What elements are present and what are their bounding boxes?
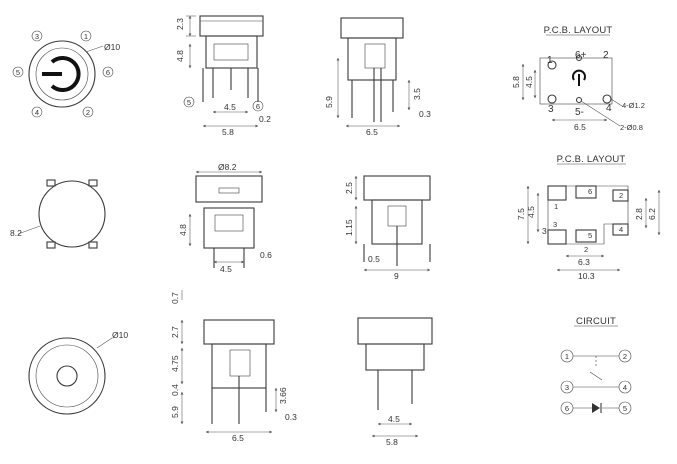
pcb-layout-heading-1: P.C.B. LAYOUT	[544, 25, 613, 36]
pcb-pin-3: 3	[548, 104, 554, 115]
pcb2-w2: 6.3	[578, 257, 590, 267]
dim-h-mid: 4.8	[175, 50, 185, 62]
row2-side-h-mid: 1.15	[344, 219, 354, 236]
side-width: 6.5	[366, 127, 378, 137]
circuit-pin-4: 4	[623, 383, 627, 392]
row2-side-w-small: 0.5	[368, 254, 380, 264]
pcb2-pad-6: 6	[588, 187, 592, 196]
pcb1-h1: 5.8	[511, 76, 521, 88]
pin-label-3: 3	[35, 32, 39, 41]
pin-label-4: 4	[35, 108, 39, 117]
pcb2-h3: 3	[542, 226, 547, 236]
pcb2-pad-2a: 2	[619, 191, 623, 200]
side-thickness: 0.3	[419, 109, 431, 119]
row2-top-diameter: 8.2	[10, 228, 22, 238]
circuit-pin-1: 1	[565, 352, 569, 361]
dim-w-inner: 4.5	[224, 102, 236, 112]
row2-pcb-layout: P.C.B. LAYOUT 6 2 1 3 5 4 2 7.5 4.5 3 2.…	[516, 154, 661, 281]
circuit-pin-3: 3	[565, 383, 569, 392]
pcb-pin-5minus: 5-	[575, 107, 584, 118]
pcb2-pad-3: 3	[553, 220, 557, 229]
pcb1-hole1: 4-Ø1.2	[622, 101, 645, 110]
pin-label-1: 1	[84, 32, 88, 41]
row3-front-h4: 5.9	[170, 406, 180, 418]
row3-front-h5: 3.66	[278, 387, 288, 404]
row2-front-t: 0.6	[260, 250, 272, 260]
pcb-pin-2: 2	[603, 50, 609, 61]
dim-thickness: 0.2	[259, 114, 271, 124]
pcb1-h2: 4.5	[524, 76, 534, 88]
pcb2-h2: 4.5	[526, 206, 536, 218]
row3-circuit: CIRCUIT 1 2 3 4 6 5	[560, 316, 632, 415]
row3-front-t: 0.3	[285, 412, 297, 422]
pcb2-h4: 2.8	[634, 208, 644, 220]
circuit-heading: CIRCUIT	[576, 316, 616, 327]
row2-side-w: 9	[394, 271, 399, 281]
row3-top-view: Ø10	[28, 330, 128, 415]
row3-side-w-inner: 4.5	[388, 414, 400, 424]
row1-top-pin-labels: 3 1 5 6 4 2	[12, 30, 114, 118]
row3-front-h3: 0.4	[170, 384, 180, 396]
dim-h-top: 2.3	[175, 18, 185, 30]
pcb-pin-1: 1	[547, 55, 553, 66]
pcb-layout-heading-2: P.C.B. LAYOUT	[557, 154, 626, 165]
row2-side-view: 2.5 1.15 0.5 9	[344, 175, 431, 281]
circuit-pin-5: 5	[623, 404, 627, 413]
pcb2-pad-1: 1	[554, 202, 558, 211]
row2-top-view: 8.2	[10, 179, 106, 249]
row1-top-view: 3 1 5 6 4 2 Ø10	[12, 30, 120, 118]
row2-front-h: 4.8	[178, 224, 188, 236]
row3-front-h1: 2.7	[170, 326, 180, 338]
row3-side-view: 4.5 5.8	[357, 317, 433, 447]
row3-front-w: 6.5	[232, 433, 244, 443]
dim-w-outer: 5.8	[222, 127, 234, 137]
row2-front-w: 4.5	[220, 264, 232, 274]
pcb-pin-4: 4	[606, 103, 612, 114]
pcb-pin-6plus: 6+	[575, 50, 587, 61]
pin-label-2: 2	[86, 108, 90, 117]
row1-side-view: 5.9 3.5 0.3 6.5	[324, 17, 431, 137]
pcb2-pad-5: 5	[588, 231, 592, 240]
pcb2-pad-4: 4	[619, 225, 623, 234]
pcb1-width: 6.5	[574, 122, 586, 132]
side-h: 5.9	[324, 96, 334, 108]
pcb1-hole2: 2-Ø0.8	[620, 123, 643, 132]
side-h-right: 3.5	[412, 88, 422, 100]
pcb2-h1: 7.5	[516, 208, 526, 220]
row3-front-h2: 4.75	[170, 355, 180, 372]
pcb2-h5: 6.2	[647, 208, 657, 220]
row3-side-w-outer: 5.8	[386, 437, 398, 447]
front-pin-left: 5	[187, 98, 191, 107]
row2-side-h-top: 2.5	[344, 182, 354, 194]
row2-front-diameter: Ø8.2	[218, 162, 237, 172]
pin-label-5: 5	[16, 68, 20, 77]
circuit-pin-6: 6	[565, 404, 569, 413]
row1-front-view: 2.3 4.8 4.5 5.8 0.2 5 6	[175, 15, 271, 137]
front-pin-right: 6	[256, 102, 260, 111]
row2-front-view: Ø8.2 4.8 4.5 0.6	[178, 162, 272, 274]
row1-pcb-layout: P.C.B. LAYOUT 1 6+ 2 3 5- 4 5.8 4.5 6.5 …	[511, 25, 645, 132]
row3-front-h0: 0.7	[170, 292, 180, 304]
pcb2-pad-2b: 2	[584, 245, 588, 254]
pin-label-6: 6	[106, 68, 110, 77]
row3-front-view: 0.7 2.7 4.75 0.4 5.9 3.66 0.3 6.5	[170, 290, 297, 443]
row1-top-diameter: Ø10	[104, 42, 120, 52]
pcb2-w3: 10.3	[578, 271, 595, 281]
circuit-pin-2: 2	[623, 352, 627, 361]
row3-top-diameter: Ø10	[112, 330, 128, 340]
